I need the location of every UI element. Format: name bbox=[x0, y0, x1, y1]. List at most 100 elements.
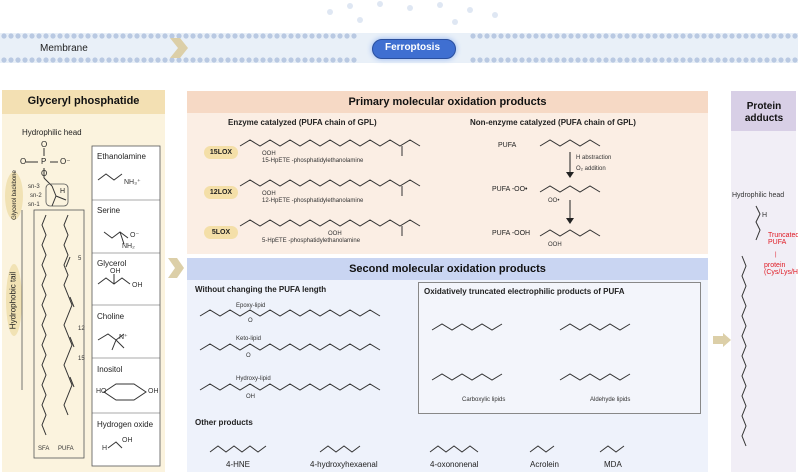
lipid-head bbox=[316, 57, 322, 63]
lipid-head bbox=[50, 33, 56, 39]
second-title: Second molecular oxidation products bbox=[349, 263, 546, 275]
gpl-o-left: O bbox=[20, 157, 27, 166]
gpl-h: H bbox=[60, 188, 66, 195]
lipid-head bbox=[631, 33, 637, 39]
keto-o: O bbox=[246, 353, 251, 359]
lipid-head bbox=[666, 57, 672, 63]
lipid-head bbox=[575, 33, 581, 39]
lipid-head bbox=[162, 57, 168, 63]
lipid-head bbox=[225, 57, 231, 63]
gpl-sn2: sn-2 bbox=[30, 193, 42, 199]
lipid-head bbox=[652, 33, 658, 39]
lipid-head bbox=[764, 33, 770, 39]
lipid-head bbox=[771, 57, 777, 63]
gpl-nh3: NH₃⁺ bbox=[124, 179, 141, 186]
lipid-head bbox=[757, 57, 763, 63]
lipid-head bbox=[673, 57, 679, 63]
lipid-head bbox=[785, 57, 791, 63]
lipid-head bbox=[22, 57, 28, 63]
gpl-pufa: PUFA bbox=[58, 446, 74, 452]
lipid-head bbox=[197, 57, 203, 63]
lipid-head bbox=[736, 57, 742, 63]
lipid-head bbox=[155, 57, 161, 63]
lipid-head bbox=[253, 33, 259, 39]
lipid-head bbox=[155, 33, 161, 39]
lipid-head bbox=[1, 33, 7, 39]
lipid-head bbox=[554, 33, 560, 39]
gpl-to-second-arrow bbox=[168, 258, 184, 278]
ooh-15: OOH bbox=[262, 151, 276, 157]
lipid-head bbox=[715, 57, 721, 63]
lipid-head bbox=[512, 57, 518, 63]
ferroptosis-pill bbox=[372, 39, 456, 59]
lipid-head bbox=[708, 33, 714, 39]
nonenzyme-ooh: OOH bbox=[548, 242, 562, 248]
lipid-head bbox=[176, 57, 182, 63]
lipid-head bbox=[715, 33, 721, 39]
gpl-head-hydrogen-oxide: Hydrogen oxide bbox=[97, 420, 154, 429]
lipid-head bbox=[589, 33, 595, 39]
lipid-head bbox=[162, 33, 168, 39]
gpl-header-bg bbox=[2, 90, 165, 114]
ferroptosis-label: Ferroptosis bbox=[385, 42, 441, 53]
other-4-hydroxyhexaenal: 4-hydroxyhexaenal bbox=[310, 460, 378, 469]
enzyme-badge-5lox: 5LOX bbox=[204, 226, 238, 239]
primary-title: Primary molecular oxidation products bbox=[348, 96, 547, 108]
lipid-head bbox=[582, 33, 588, 39]
lipid-head bbox=[743, 57, 749, 63]
lipid-head bbox=[330, 33, 336, 39]
lipid-head bbox=[225, 33, 231, 39]
gpl-structure bbox=[5, 145, 161, 467]
lipid-head bbox=[666, 33, 672, 39]
lipid-head bbox=[134, 33, 140, 39]
lipid-head bbox=[92, 33, 98, 39]
lipid-head bbox=[309, 33, 315, 39]
lipid-head bbox=[29, 33, 35, 39]
lipid-head bbox=[491, 57, 497, 63]
lipid-head bbox=[288, 57, 294, 63]
lipid-head bbox=[778, 33, 784, 39]
membrane-arrow bbox=[170, 38, 188, 58]
lipid-head bbox=[106, 57, 112, 63]
lipid-head bbox=[631, 57, 637, 63]
lipid-head bbox=[645, 33, 651, 39]
lipid-head bbox=[561, 57, 567, 63]
gpl-pos12: 12 bbox=[78, 326, 85, 332]
lipid-head bbox=[190, 33, 196, 39]
lipid-head bbox=[687, 57, 693, 63]
primary-panel bbox=[187, 91, 708, 254]
lipid-head bbox=[204, 57, 210, 63]
lipid-head bbox=[253, 57, 259, 63]
lipid-head bbox=[15, 33, 21, 39]
lipid-head bbox=[99, 33, 105, 39]
lipid-head bbox=[274, 57, 280, 63]
lipid-head bbox=[512, 33, 518, 39]
nonenzyme-o2-addition: O₂ addition bbox=[576, 166, 606, 172]
lipid-head bbox=[687, 33, 693, 39]
lipid-head bbox=[281, 33, 287, 39]
lipid-head bbox=[134, 57, 140, 63]
hydroxy-oh: OH bbox=[246, 394, 255, 400]
other-title: Other products bbox=[195, 418, 253, 427]
protein-title: Protein adducts bbox=[744, 101, 784, 124]
lipid-head bbox=[680, 57, 686, 63]
carboxylic-label: Carboxylic lipids bbox=[462, 397, 506, 403]
lipid-head bbox=[659, 57, 665, 63]
lipid-head bbox=[603, 57, 609, 63]
epoxy-lipid: Epoxy-lipid bbox=[236, 303, 266, 309]
lipid-head bbox=[337, 57, 343, 63]
lipid-head bbox=[1, 57, 7, 63]
lipid-head bbox=[589, 57, 595, 63]
lipid-head bbox=[498, 57, 504, 63]
gpl-inositol-ho: HO bbox=[96, 388, 107, 395]
lipid-head bbox=[694, 33, 700, 39]
lipid-head bbox=[505, 33, 511, 39]
enzyme-badge-12lox: 12LOX bbox=[204, 186, 238, 199]
lipid-head bbox=[141, 33, 147, 39]
lipid-head bbox=[505, 57, 511, 63]
lipid-head bbox=[729, 57, 735, 63]
nonenzyme-oo-dot: OO• bbox=[548, 198, 560, 204]
